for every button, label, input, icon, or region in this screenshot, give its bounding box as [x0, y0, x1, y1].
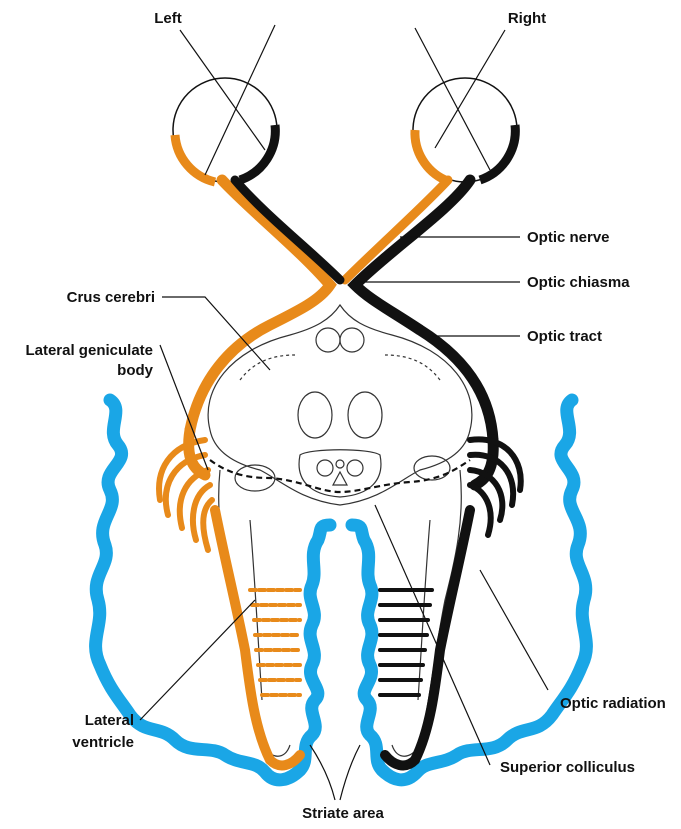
label-superior-colliculus: Superior colliculus	[500, 759, 635, 776]
label-lateral-geniculate-line1: Lateral geniculate	[25, 342, 153, 359]
left-visual-pathway	[159, 180, 448, 765]
label-lateral-ventricle-line2: ventricle	[72, 734, 134, 751]
label-lateral-geniculate-line2: body	[117, 362, 153, 379]
right-visual-pathway	[235, 180, 521, 765]
label-lateral-ventricle-line1: Lateral	[85, 712, 134, 729]
label-left: Left	[154, 10, 182, 27]
commissure-dashed-line	[210, 460, 470, 492]
right-eye	[413, 78, 517, 182]
label-optic-chiasma: Optic chiasma	[527, 274, 630, 291]
label-optic-tract: Optic tract	[527, 328, 602, 345]
label-optic-nerve: Optic nerve	[527, 229, 610, 246]
label-crus-cerebri: Crus cerebri	[67, 289, 155, 306]
label-striate-area: Striate area	[302, 805, 384, 822]
label-optic-radiation: Optic radiation	[560, 695, 666, 712]
label-right: Right	[508, 10, 546, 27]
